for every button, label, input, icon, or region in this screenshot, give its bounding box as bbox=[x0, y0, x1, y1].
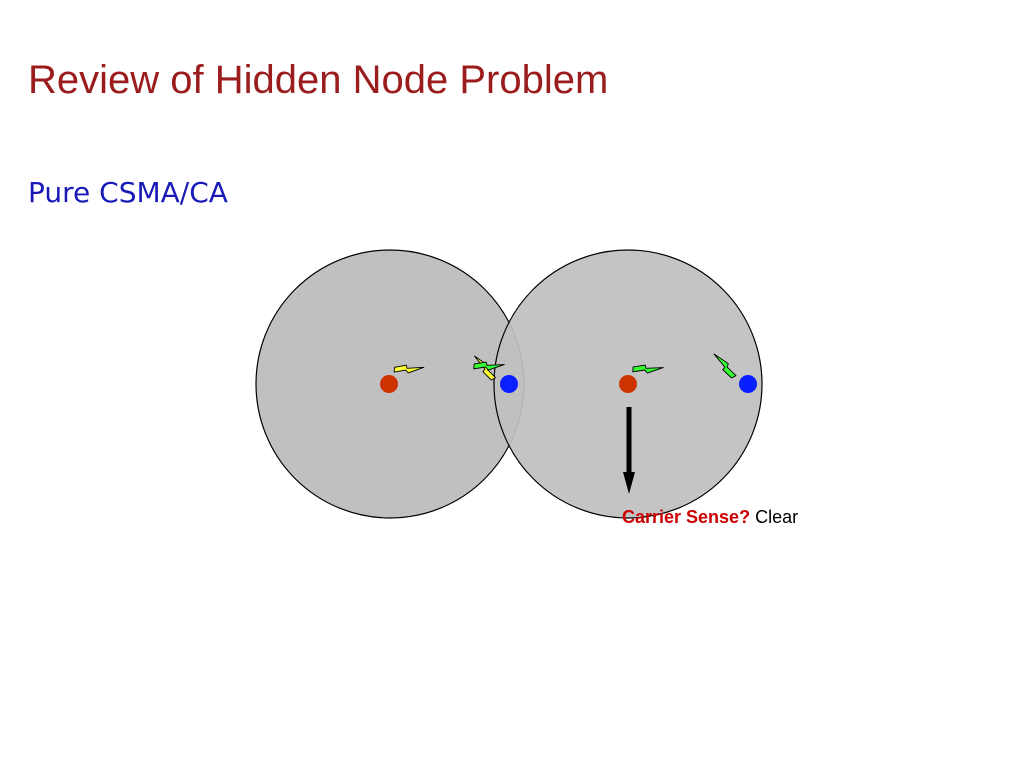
carrier-sense-arrow bbox=[623, 407, 635, 494]
caption-question: Carrier Sense? bbox=[622, 507, 751, 527]
node-blue-left bbox=[500, 375, 518, 393]
carrier-sense-caption: Carrier Sense? Clear bbox=[622, 507, 798, 529]
node-red-left bbox=[380, 375, 398, 393]
node-red-right bbox=[619, 375, 637, 393]
slide-subtitle: Pure CSMA/CA bbox=[28, 176, 228, 209]
node-blue-right bbox=[739, 375, 757, 393]
slide-title: Review of Hidden Node Problem bbox=[28, 58, 609, 102]
caption-answer: Clear bbox=[755, 507, 799, 527]
